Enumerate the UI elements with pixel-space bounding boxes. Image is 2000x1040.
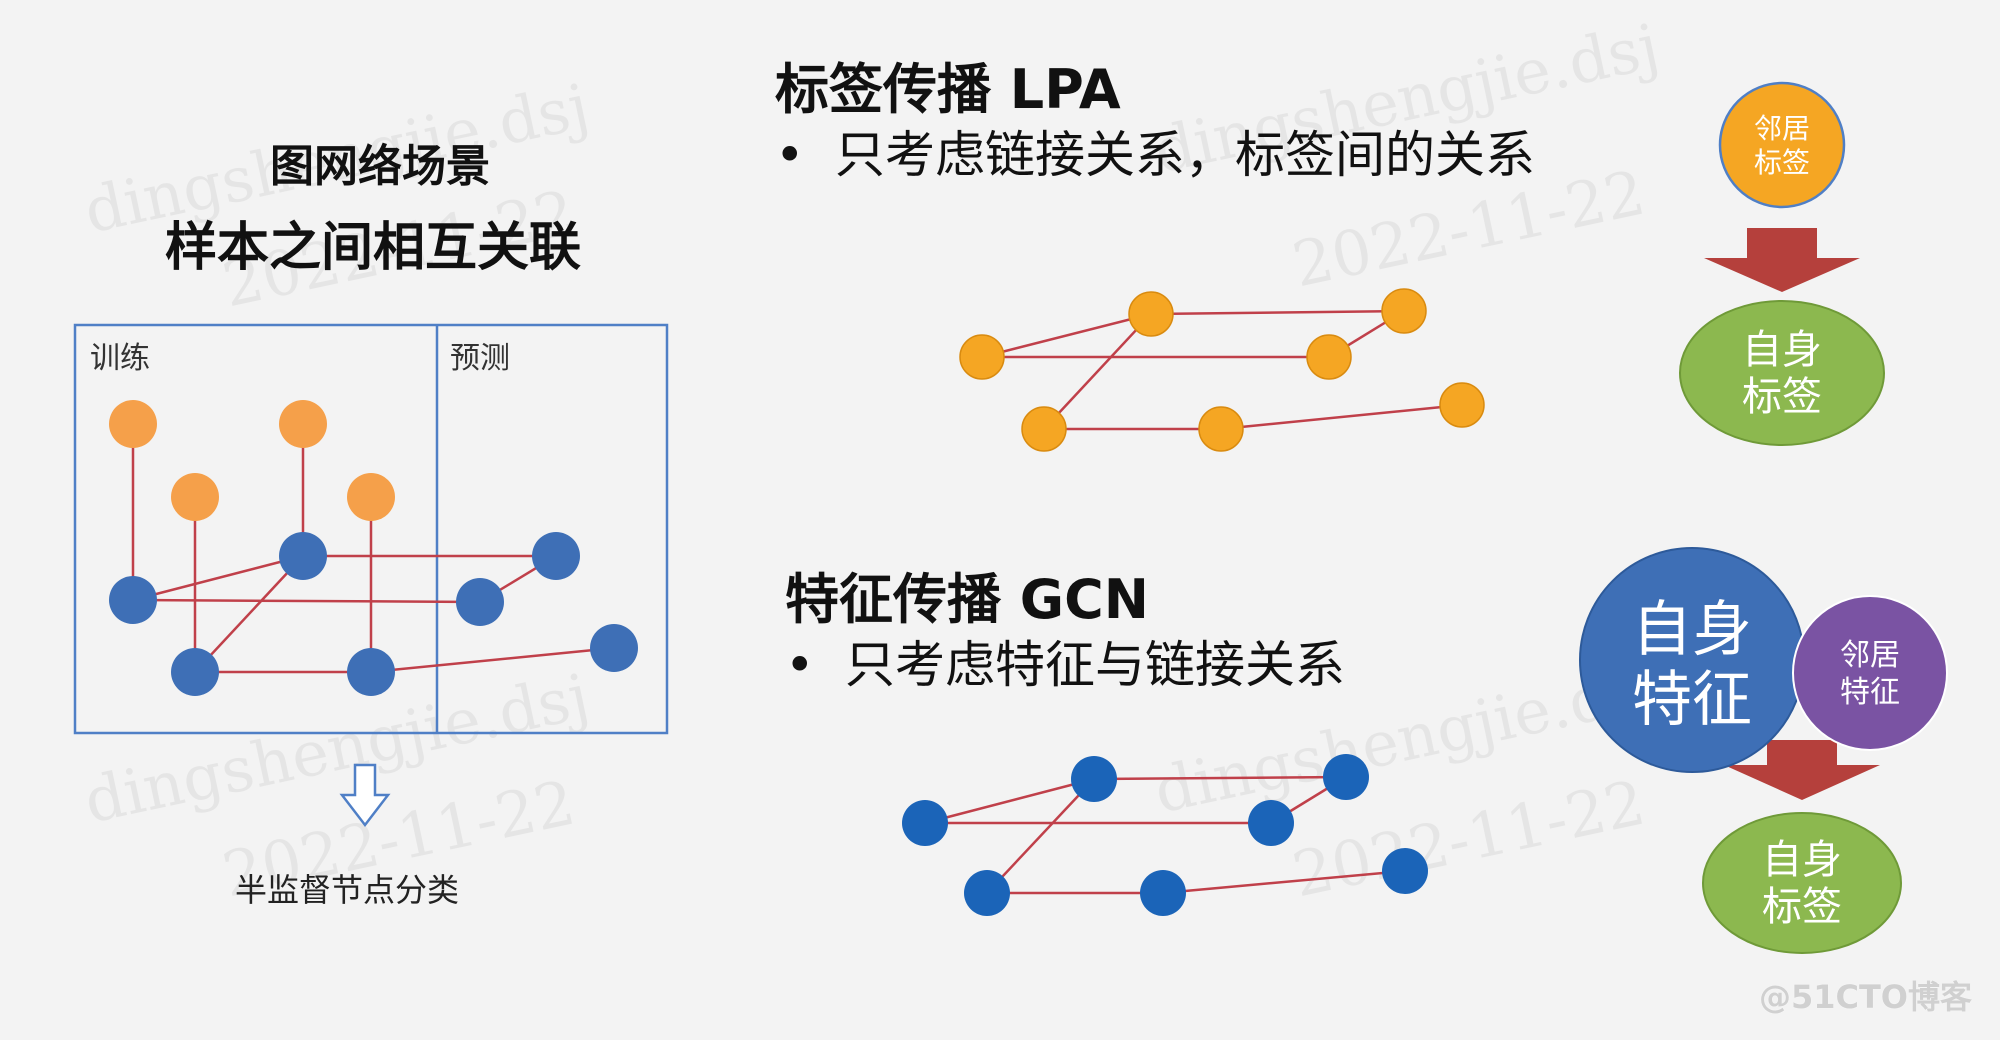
- train-label: 训练: [90, 341, 150, 376]
- gcn-node: [902, 800, 948, 846]
- train-label-node: [347, 473, 395, 521]
- predict-label: 预测: [450, 341, 510, 376]
- gcn-flow: 自身 标签 自身 特征 邻居 特征: [1579, 547, 1948, 954]
- neighbor-label-circle: [1718, 81, 1846, 209]
- lpa-node: [959, 334, 1005, 380]
- gcn-bullet-text: 只考虑特征与链接关系: [845, 636, 1345, 694]
- lpa-node: [1198, 406, 1244, 452]
- graph-node: [171, 648, 219, 696]
- gcn-node: [1382, 848, 1428, 894]
- left-title-line1: 图网络场景: [270, 141, 490, 192]
- train-label-node: [171, 473, 219, 521]
- train-label-node: [279, 400, 327, 448]
- neighbor-feature-circle: [1792, 595, 1948, 751]
- left-title-line2: 样本之间相互关联: [165, 218, 582, 278]
- graph-node: [590, 624, 638, 672]
- neighbor-feature-text2: 特征: [1840, 675, 1900, 710]
- graph-node: [532, 532, 580, 580]
- gcn-self-label-ellipse: [1702, 812, 1902, 954]
- self-label-text1: 自身: [1742, 327, 1822, 373]
- self-feature-text1: 自身: [1632, 595, 1752, 665]
- neighbor-label-text2: 标签: [1754, 146, 1810, 179]
- brand-watermark: @51CTO博客: [1758, 978, 1972, 1016]
- gcn-self-label-text1: 自身: [1762, 837, 1842, 883]
- gcn-heading: 特征传播 GCN: [785, 568, 1149, 631]
- neighbor-feature-text1: 邻居: [1840, 638, 1900, 673]
- lpa-node: [1306, 334, 1352, 380]
- gcn-graph-nodes: [902, 754, 1428, 916]
- lpa-node: [1021, 406, 1067, 452]
- graph-node: [109, 576, 157, 624]
- lpa-flow: 邻居 标签 自身 标签: [1679, 81, 1885, 446]
- graph-node: [347, 648, 395, 696]
- lpa-node: [1381, 288, 1427, 334]
- lpa-node: [1439, 382, 1485, 428]
- graph-node: [279, 532, 327, 580]
- train-predict-box: [73, 323, 669, 735]
- gcn-node: [1071, 756, 1117, 802]
- caption: 半监督节点分类: [235, 871, 460, 909]
- lpa-heading: 标签传播 LPA: [775, 58, 1121, 121]
- left-graph-nodes: [109, 400, 638, 696]
- lpa-bullet: •只考虑链接关系，标签间的关系: [775, 126, 1535, 184]
- lpa-graph-nodes: [959, 288, 1485, 452]
- gcn-self-label-text2: 标签: [1762, 884, 1842, 930]
- self-label-ellipse: [1679, 300, 1885, 446]
- lpa-node: [1128, 291, 1174, 337]
- down-arrow-icon: [339, 763, 391, 828]
- train-label-node: [109, 400, 157, 448]
- graph-node: [456, 578, 504, 626]
- gcn-bullet: •只考虑特征与链接关系: [785, 636, 1345, 694]
- lpa-bullet-text: 只考虑链接关系，标签间的关系: [835, 126, 1535, 184]
- gcn-down-arrow-icon: [1724, 740, 1880, 800]
- gcn-node: [1248, 800, 1294, 846]
- neighbor-label-text1: 邻居: [1754, 112, 1810, 145]
- self-label-text2: 标签: [1742, 374, 1822, 420]
- gcn-node: [964, 870, 1010, 916]
- self-feature-text2: 特征: [1632, 665, 1752, 735]
- lpa-down-arrow-icon: [1704, 228, 1860, 292]
- gcn-node: [1140, 870, 1186, 916]
- gcn-node: [1323, 754, 1369, 800]
- gcn-graph-edges: [924, 775, 1406, 895]
